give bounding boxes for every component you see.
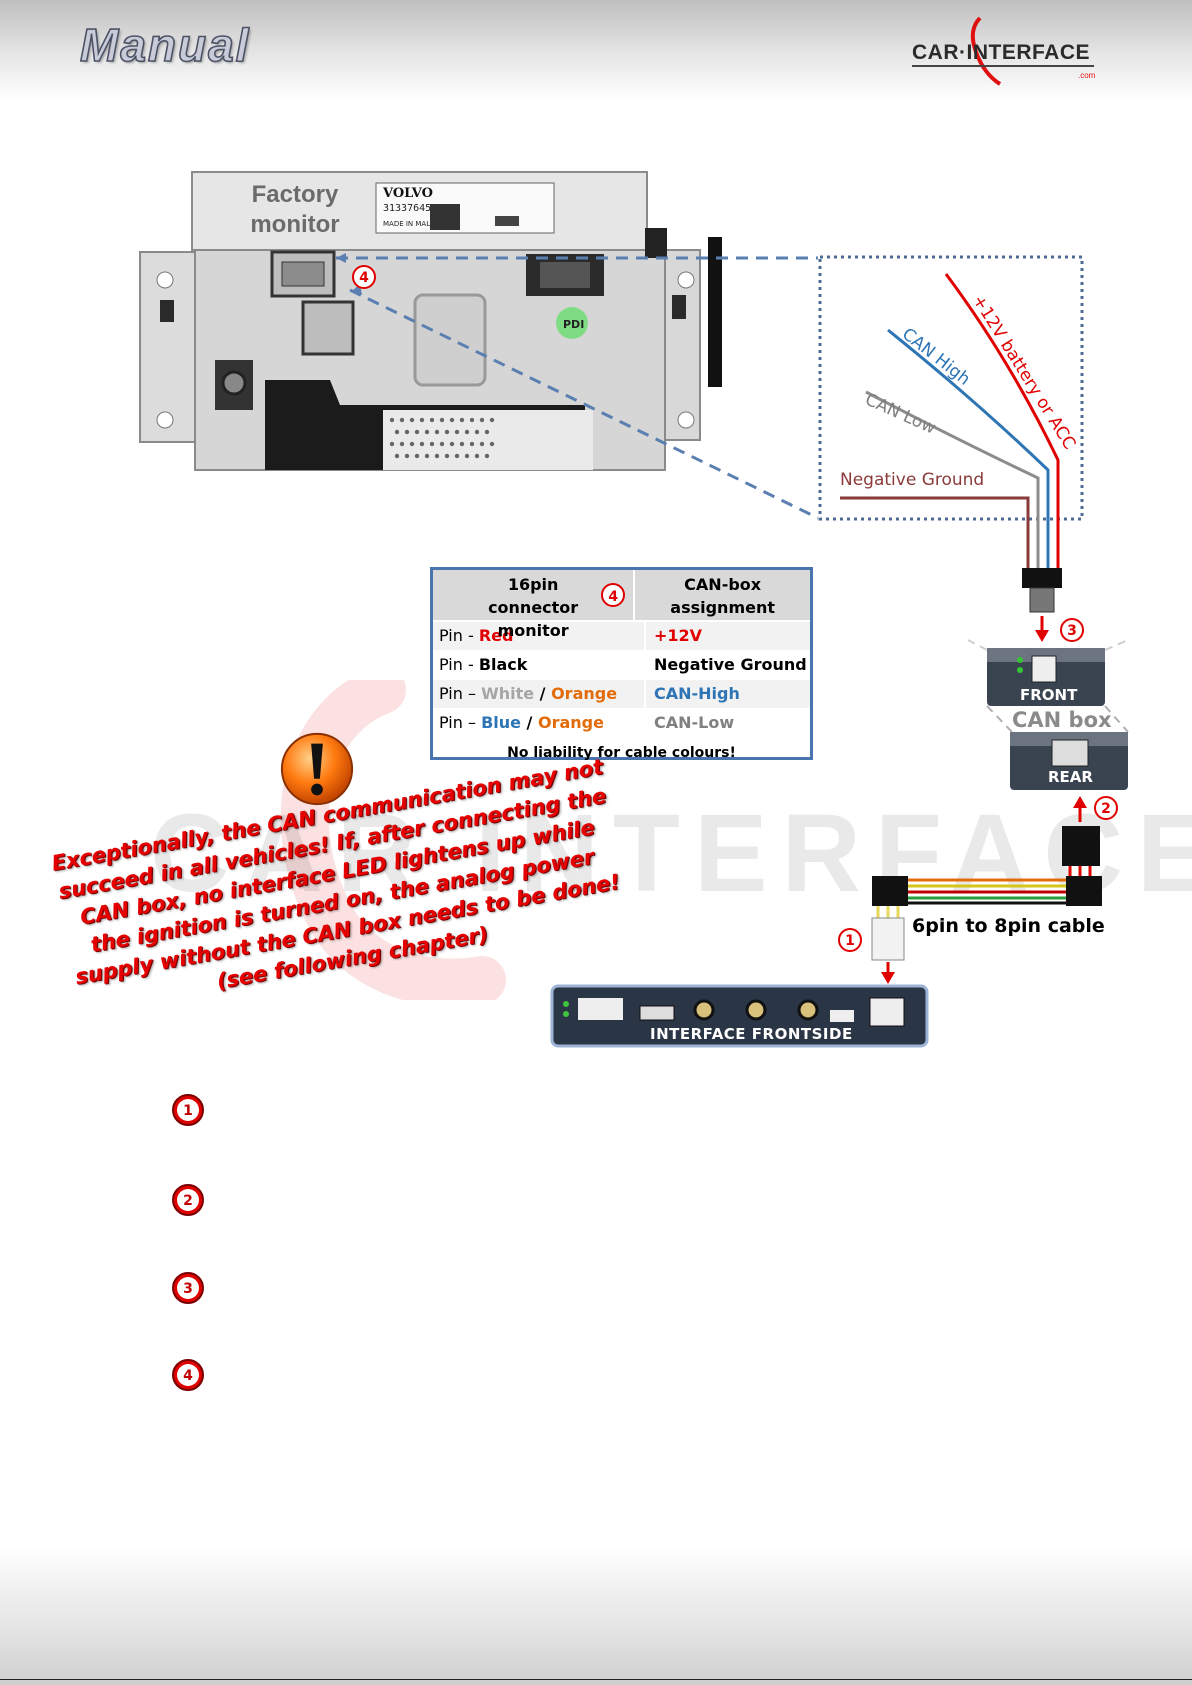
svg-text:2: 2 [1101,801,1111,817]
table-header: 16pin connector monitor 4 CAN-box assign… [433,570,810,640]
svg-text:4: 4 [359,270,369,286]
svg-text:MADE IN MALAYSIA: MADE IN MALAYSIA [383,220,450,228]
wire-label-ground: Negative Ground [840,470,985,490]
canbox-front [987,648,1105,706]
svg-text:VOLVO: VOLVO [382,186,433,201]
svg-text:3: 3 [183,1281,193,1297]
svg-text:3: 3 [1067,623,1077,639]
pin-assignment-table: 16pin connector monitor 4 CAN-box assign… [430,567,813,761]
svg-text:.com: .com [1078,71,1096,80]
footer-rule [0,1679,1192,1680]
cable-label: 6pin to 8pin cable [912,915,1105,937]
6pin-8pin-cable [871,826,1102,961]
table-row: Pin - Red +12V [433,622,810,651]
arrow-2: 2 [1073,796,1118,822]
callout-4-monitor: 4 [352,265,376,289]
wire-bundle [840,273,1062,613]
table-cell-pin: Pin – White / Orange [433,680,646,708]
factory-monitor-label: Factory monitor [250,181,340,238]
step-marker-4: 4 [170,1357,206,1393]
table-header-assignment: CAN-box assignment [670,575,775,617]
exclamation-icon [280,732,354,806]
svg-text:4: 4 [183,1368,193,1384]
table-cell-assignment: +12V [654,626,703,645]
step-marker-2: 2 [170,1182,206,1218]
step-marker-3: 3 [170,1270,206,1306]
canbox-rear-label: REAR [1048,768,1093,786]
table-cell-pin: Pin - Red [433,622,646,650]
svg-text:2: 2 [183,1193,193,1209]
manual-title: Manual [79,18,251,72]
svg-text:CAR·INTERFACE: CAR·INTERFACE [912,41,1090,64]
interface-frontside-label: INTERFACE FRONTSIDE [650,1025,853,1043]
table-cell-assignment: CAN-High [654,684,740,703]
table-row: Pin - Black Negative Ground [433,651,810,680]
table-header-connector: 16pin connector monitor 4 [433,570,636,640]
canbox-front-label: FRONT [1020,686,1078,704]
table-cell-assignment: CAN-Low [654,713,735,732]
step-marker-1: 1 [170,1092,206,1128]
table-cell-pin: Pin – Blue / Orange [433,709,646,737]
car-interface-logo: CAR·INTERFACE .com [912,16,1096,86]
interface-frontside [550,984,929,1048]
callout-4-table: 4 [601,583,626,607]
page-header: Manual CAR·INTERFACE .com [0,0,1192,100]
table-cell-pin: Pin - Black [433,651,646,679]
table-row: Pin – Blue / Orange CAN-Low [433,709,810,738]
svg-text:31337645: 31337645 [383,203,431,214]
svg-text:PDI: PDI [563,318,584,331]
arrow-1: 1 [838,928,895,984]
table-cell-assignment: Negative Ground [654,655,807,674]
svg-text:1: 1 [845,933,855,949]
table-row: Pin – White / Orange CAN-High [433,680,810,709]
canbox-rear [1010,732,1128,790]
arrow-3: 3 [1035,616,1084,642]
canbox-title: CAN box [1012,708,1112,732]
factory-monitor: VOLVO 31337645 MADE IN MALAYSIA PDI [139,171,722,471]
svg-text:1: 1 [183,1103,193,1119]
watermark-swoosh [280,680,506,1000]
page-footer [0,1545,1192,1685]
table-footer: No liability for cable colours! [507,745,736,761]
watermark-text: CAR INTERFACE [150,792,1192,915]
